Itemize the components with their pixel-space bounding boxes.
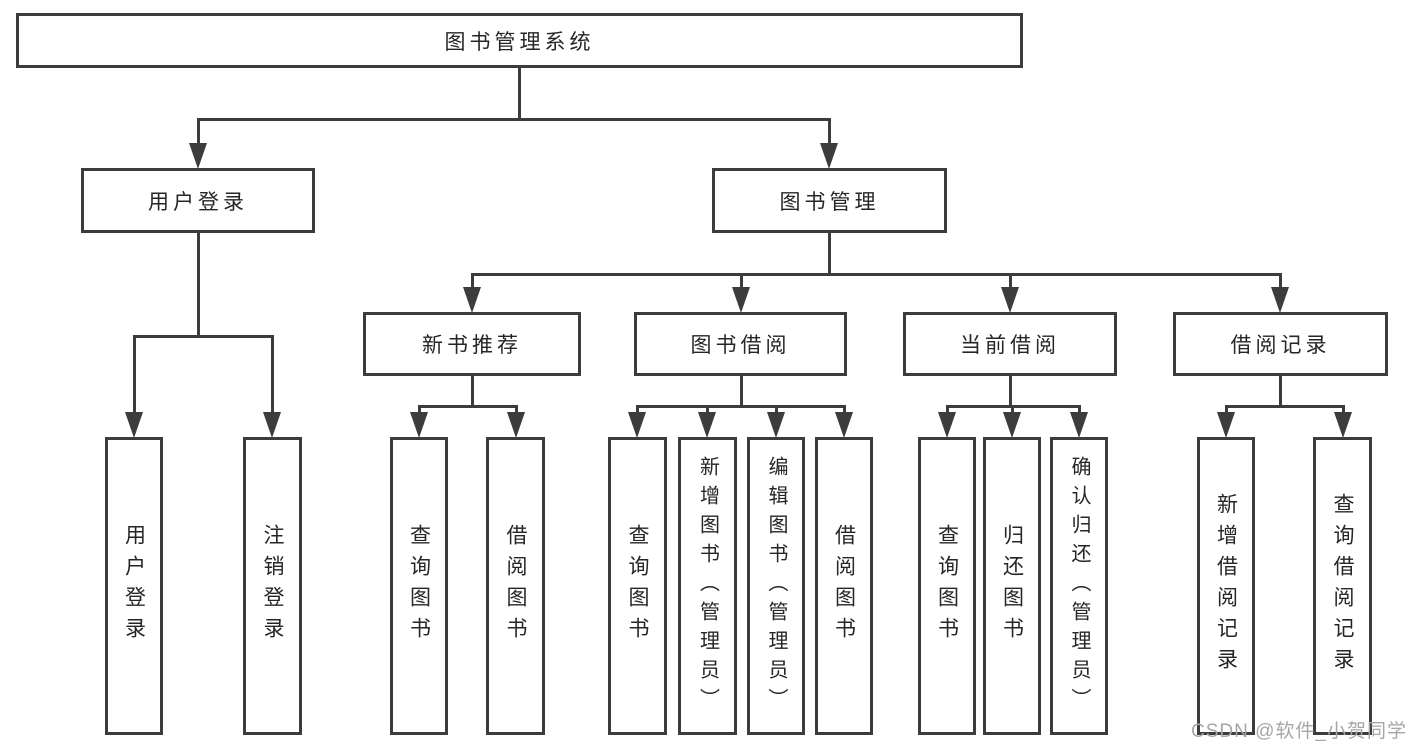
connector-line [636, 405, 639, 416]
node-borrowing-records: 借阅记录 [1173, 312, 1388, 376]
connector-line [1279, 375, 1282, 408]
connector-line [843, 405, 846, 416]
arrow-down-icon [835, 412, 853, 438]
arrow-down-icon [263, 412, 281, 438]
connector-line [946, 405, 949, 416]
arrow-down-icon [1334, 412, 1352, 438]
arrow-down-icon [1001, 287, 1019, 313]
leaf-borrow-books-borrowing: 借阅图书 [815, 437, 873, 735]
connector-line [271, 335, 274, 415]
leaf-confirm-return-admin: 确认归还（管理员） [1050, 437, 1108, 735]
arrow-down-icon [507, 412, 525, 438]
leaf-logout: 注销登录 [243, 437, 302, 735]
arrow-down-icon [767, 412, 785, 438]
node-book-management: 图书管理 [712, 168, 947, 233]
arrow-down-icon [125, 412, 143, 438]
connector-line [1009, 273, 1012, 290]
connector-line [1225, 405, 1344, 408]
connector-line [197, 118, 200, 146]
leaf-add-borrow-record: 新增借阅记录 [1197, 437, 1255, 735]
arrow-down-icon [938, 412, 956, 438]
leaf-return-books: 归还图书 [983, 437, 1041, 735]
connector-line [1011, 405, 1014, 416]
leaf-query-borrow-record: 查询借阅记录 [1313, 437, 1372, 735]
leaf-add-book-admin: 新增图书（管理员） [678, 437, 737, 735]
arrow-down-icon [1271, 287, 1289, 313]
node-book-borrowing: 图书借阅 [634, 312, 847, 376]
arrow-down-icon [698, 412, 716, 438]
connector-line [775, 405, 778, 416]
connector-line [471, 375, 474, 408]
arrow-down-icon [189, 143, 207, 169]
arrow-down-icon [463, 287, 481, 313]
node-library-management-system: 图书管理系统 [16, 13, 1023, 68]
leaf-query-books-borrowing: 查询图书 [608, 437, 667, 735]
node-new-book-recommendation: 新书推荐 [363, 312, 581, 376]
connector-line [740, 375, 743, 408]
connector-line [418, 405, 517, 408]
arrow-down-icon [820, 143, 838, 169]
leaf-user-login: 用户登录 [105, 437, 163, 735]
connector-line [636, 405, 845, 408]
node-current-borrowing: 当前借阅 [903, 312, 1117, 376]
connector-line [828, 118, 831, 146]
arrow-down-icon [1003, 412, 1021, 438]
connector-line [418, 405, 421, 416]
leaf-edit-book-admin: 编辑图书（管理员） [747, 437, 805, 735]
connector-line [706, 405, 709, 416]
leaf-query-books-recommend: 查询图书 [390, 437, 448, 735]
leaf-query-books-current: 查询图书 [918, 437, 976, 735]
connector-line [1225, 405, 1228, 416]
connector-line [197, 118, 831, 121]
connector-line [472, 273, 1282, 276]
arrow-down-icon [1217, 412, 1235, 438]
arrow-down-icon [628, 412, 646, 438]
connector-line [1342, 405, 1345, 416]
connector-line [740, 273, 743, 290]
connector-line [1009, 375, 1012, 408]
connector-line [518, 68, 521, 120]
connector-line [197, 232, 200, 338]
arrow-down-icon [410, 412, 428, 438]
leaf-borrow-books-recommend: 借阅图书 [486, 437, 545, 735]
connector-line [1279, 273, 1282, 290]
connector-line [133, 335, 136, 415]
connector-line [515, 405, 518, 416]
connector-line [946, 405, 1080, 408]
connector-line [133, 335, 273, 338]
arrow-down-icon [1070, 412, 1088, 438]
arrow-down-icon [732, 287, 750, 313]
node-user-login: 用户登录 [81, 168, 315, 233]
watermark-text: CSDN @软件_小贺同学 [1191, 721, 1405, 742]
connector-line [828, 232, 831, 276]
connector-line [471, 273, 474, 290]
connector-line [1078, 405, 1081, 416]
